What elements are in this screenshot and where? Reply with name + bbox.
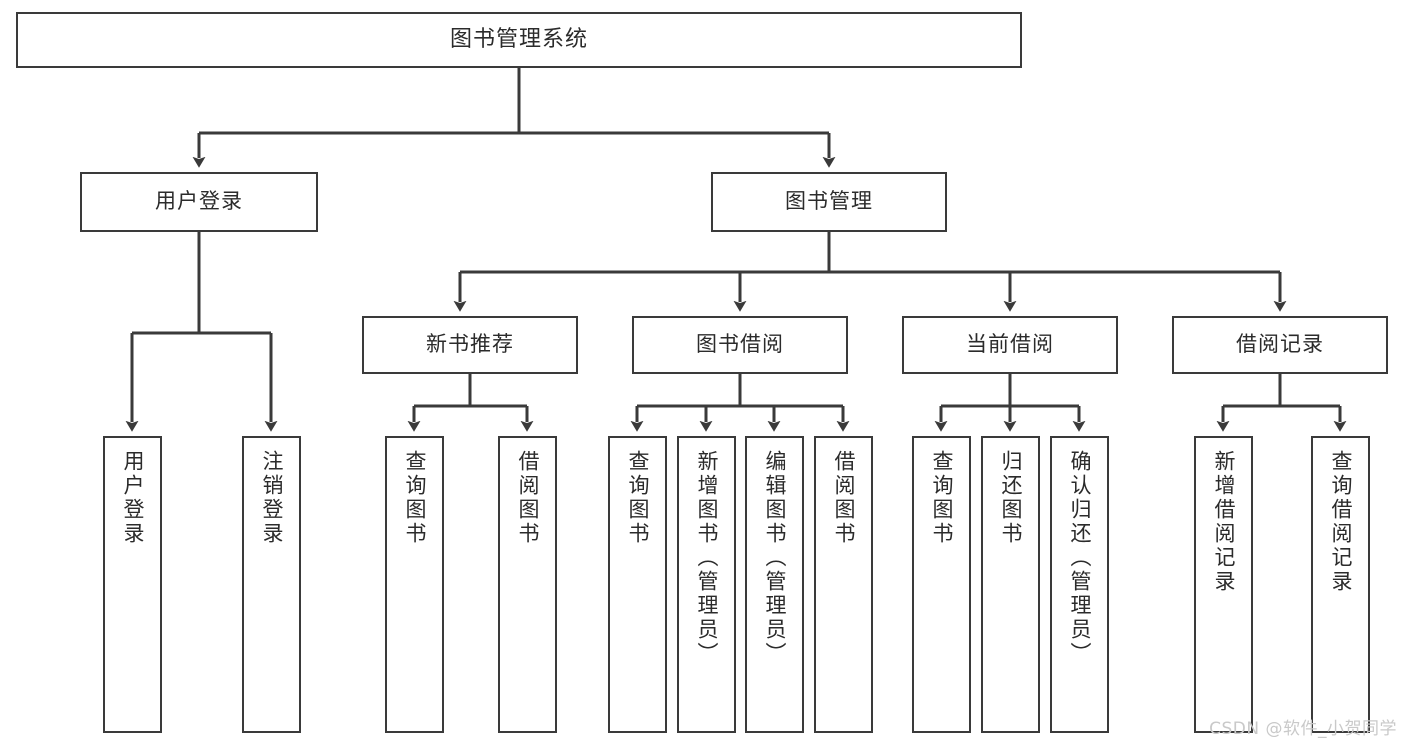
node-label: 查询图书 [403, 450, 427, 546]
node-new-book-recommend[interactable]: 新书推荐 [362, 316, 578, 374]
node-label: 图书借阅 [696, 332, 784, 357]
node-label: 注销登录 [260, 450, 284, 546]
leaf-current-confirm-return-admin[interactable]: 确认归还（管理员） [1050, 436, 1109, 733]
node-label: 编辑图书（管理员） [763, 450, 787, 666]
node-label: 查询图书 [626, 450, 650, 546]
node-label: 借阅图书 [832, 450, 856, 546]
node-label: 归还图书 [999, 450, 1023, 546]
node-book-management[interactable]: 图书管理 [711, 172, 947, 232]
leaf-recommend-query-book[interactable]: 查询图书 [385, 436, 444, 733]
leaf-record-add-record[interactable]: 新增借阅记录 [1194, 436, 1253, 733]
node-root-system[interactable]: 图书管理系统 [16, 12, 1022, 68]
node-label: 图书管理 [785, 189, 873, 214]
leaf-user-login-login[interactable]: 用户登录 [103, 436, 162, 733]
leaf-borrow-borrow-book[interactable]: 借阅图书 [814, 436, 873, 733]
node-user-login[interactable]: 用户登录 [80, 172, 318, 232]
leaf-record-query-record[interactable]: 查询借阅记录 [1311, 436, 1370, 733]
node-label: 借阅记录 [1236, 332, 1324, 357]
node-book-borrow[interactable]: 图书借阅 [632, 316, 848, 374]
leaf-borrow-query-book[interactable]: 查询图书 [608, 436, 667, 733]
node-label: 当前借阅 [966, 332, 1054, 357]
csdn-watermark: CSDN @软件_小贺同学 [1209, 719, 1397, 739]
leaf-borrow-add-book-admin[interactable]: 新增图书（管理员） [677, 436, 736, 733]
leaf-current-return-book[interactable]: 归还图书 [981, 436, 1040, 733]
leaf-user-login-logout[interactable]: 注销登录 [242, 436, 301, 733]
node-current-borrow[interactable]: 当前借阅 [902, 316, 1118, 374]
node-label: 确认归还（管理员） [1068, 450, 1092, 666]
leaf-recommend-borrow-book[interactable]: 借阅图书 [498, 436, 557, 733]
node-label: 用户登录 [155, 189, 243, 214]
node-label: 查询图书 [930, 450, 954, 546]
node-label: 新书推荐 [426, 332, 514, 357]
node-label: 新增借阅记录 [1212, 450, 1236, 594]
node-label: 借阅图书 [516, 450, 540, 546]
leaf-borrow-edit-book-admin[interactable]: 编辑图书（管理员） [745, 436, 804, 733]
node-label: 图书管理系统 [449, 26, 588, 52]
node-borrow-record[interactable]: 借阅记录 [1172, 316, 1388, 374]
node-label: 查询借阅记录 [1329, 450, 1353, 594]
leaf-current-query-book[interactable]: 查询图书 [912, 436, 971, 733]
node-label: 新增图书（管理员） [695, 450, 719, 666]
node-label: 用户登录 [121, 450, 145, 546]
